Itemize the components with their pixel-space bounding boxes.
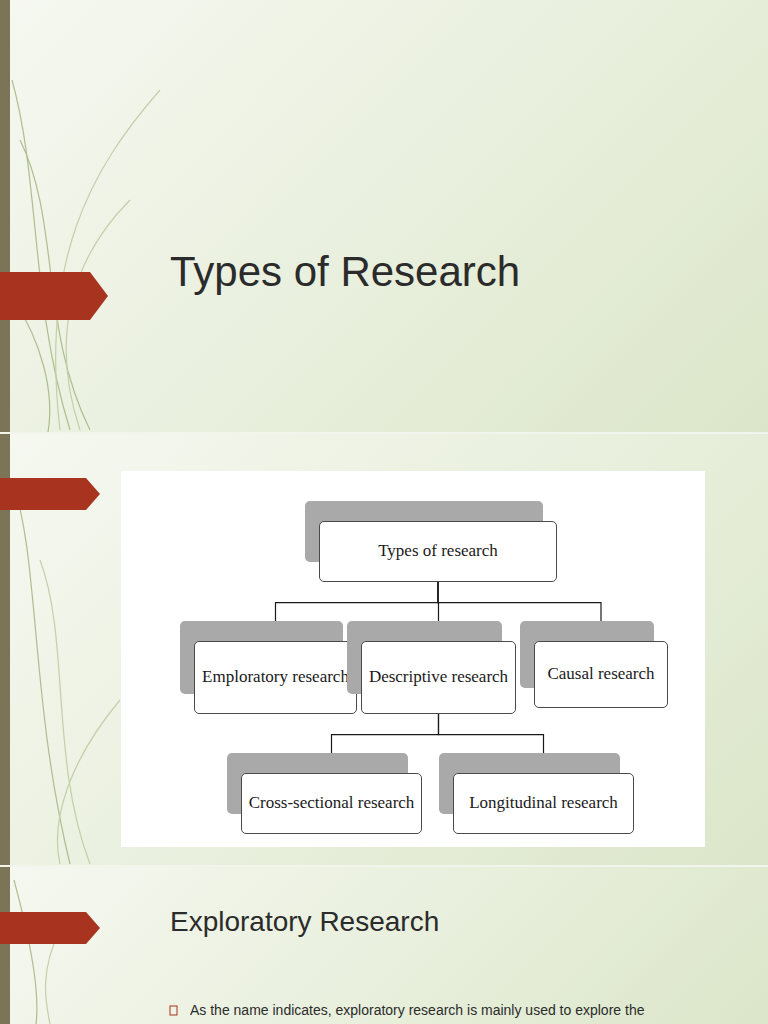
box-label: Descriptive research: [369, 667, 508, 687]
slide-separator: [0, 432, 768, 434]
bullet: [170, 1006, 177, 1015]
slide-title: Types of Research: [170, 248, 520, 296]
research-box: Longitudinal research: [453, 773, 634, 834]
bullet-text: As the name indicates, exploratory resea…: [190, 1002, 644, 1018]
box-label: Emploratory research: [202, 667, 349, 687]
box-label: Longitudinal research: [469, 793, 618, 813]
research-box: Cross-sectional research: [241, 773, 423, 834]
tag-arrow: [0, 478, 100, 510]
slide-background: [0, 867, 768, 1024]
tag-arrow: [0, 272, 108, 320]
tree-connector: [275, 582, 438, 641]
tree-connector: [332, 714, 439, 773]
box-label: Types of research: [378, 541, 498, 561]
research-box: Descriptive research: [361, 641, 516, 714]
slide-separator: [0, 865, 768, 867]
box-label: Causal research: [547, 664, 654, 684]
side-strip: [0, 0, 10, 432]
tree-connector: [438, 714, 543, 773]
section-heading: Exploratory Research: [170, 906, 439, 938]
box-label: Cross-sectional research: [249, 793, 415, 813]
research-box: Types of research: [319, 521, 557, 582]
tag-arrow: [0, 912, 100, 944]
tree-connector: [438, 582, 601, 641]
research-box: Causal research: [534, 641, 668, 708]
side-strip: [0, 867, 10, 1024]
research-box: Emploratory research: [194, 641, 357, 714]
